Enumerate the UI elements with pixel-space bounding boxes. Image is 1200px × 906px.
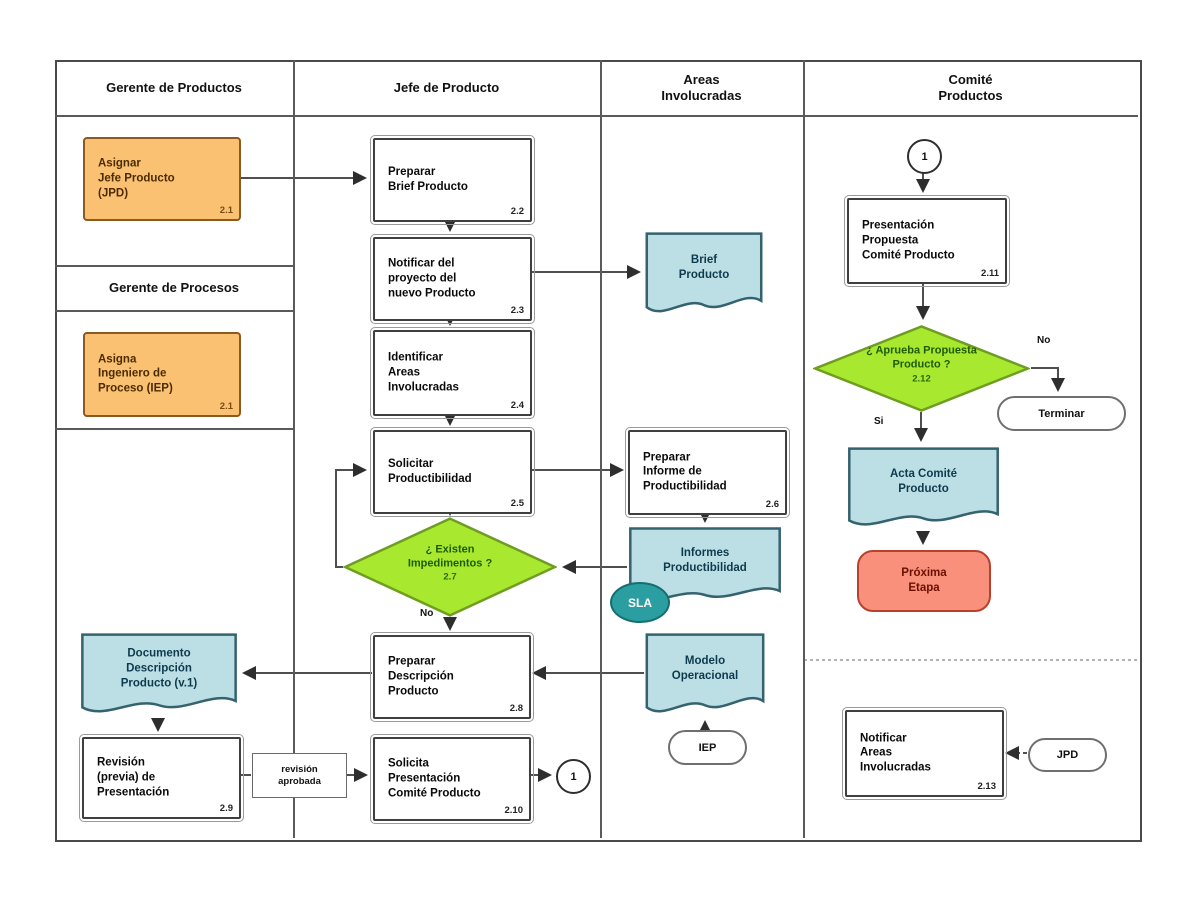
document-label: Modelo Operacional — [671, 654, 739, 682]
edge-label-no-impedimentos: No — [420, 608, 434, 619]
task-number: 2.6 — [765, 499, 779, 510]
terminator-iep: IEP — [668, 730, 747, 765]
task-number: 2.11 — [981, 268, 999, 279]
task-number: 2.1 — [219, 205, 233, 216]
edge-label-si-aprueba: Si — [874, 416, 884, 427]
task-solicitar-productibilidad: Solicitar Productibilidad 2.5 — [370, 427, 535, 517]
document-descripcion-producto: Documento Descripción Producto (v.1) — [80, 633, 238, 718]
decision-text: ¿ Existen Impedimentos ? — [407, 543, 493, 570]
document-label: Informes Productibilidad — [663, 546, 747, 574]
document-label: Brief Producto — [678, 254, 730, 282]
diagram-border — [55, 60, 1142, 842]
document-label: Documento Descripción Producto (v.1) — [120, 647, 198, 690]
lane-header-comite-productos: Comité Productos — [938, 71, 1003, 103]
task-number: 2.9 — [219, 803, 233, 814]
task-number: 2.4 — [510, 400, 524, 411]
task-number: 2.13 — [977, 781, 997, 792]
lane-header-areas-involucradas: Areas Involucradas — [661, 71, 742, 103]
task-presentacion-propuesta: Presentación Propuesta Comité Producto 2… — [844, 195, 1010, 287]
edge-212-terminar-no — [1031, 367, 1065, 392]
edge-label-no-aprueba: No — [1037, 335, 1051, 346]
task-label: Asigna Ingeniero de Proceso (IEP) — [98, 353, 173, 395]
task-label: Solicitar Productibilidad — [388, 458, 472, 485]
task-asigna-ingeniero-proceso: Asigna Ingeniero de Proceso (IEP) 2.1 — [83, 332, 241, 417]
task-preparar-informe: Preparar Informe de Productibilidad 2.6 — [625, 427, 790, 518]
task-number: 2.10 — [504, 805, 524, 816]
decision-aprueba-propuesta: ¿ Aprueba Propuesta Producto ? 2.12 — [813, 325, 1030, 412]
document-modelo-operacional: Modelo Operacional — [645, 633, 765, 718]
document-brief-producto: Brief Producto — [645, 232, 763, 318]
task-number: 2.5 — [510, 498, 524, 509]
task-label: Preparar Informe de Productibilidad — [643, 451, 727, 493]
condition-revision-aprobada: revisión aprobada — [252, 753, 347, 798]
lane1-row-divider-1 — [55, 265, 293, 267]
terminator-jpd: JPD — [1028, 738, 1107, 772]
task-label: Presentación Propuesta Comité Producto — [862, 219, 955, 262]
task-notificar-proyecto: Notificar del proyecto del nuevo Product… — [370, 234, 535, 324]
task-asignar-jefe-producto: Asignar Jefe Producto (JPD) 2.1 — [83, 137, 241, 221]
task-number: 2.8 — [509, 703, 523, 714]
connector-circle-1-right: 1 — [907, 139, 942, 174]
task-label: Revisión (previa) de Presentación — [97, 756, 170, 799]
task-preparar-brief: Preparar Brief Producto 2.2 — [370, 135, 535, 225]
lane-divider-1 — [293, 60, 295, 838]
lane-header-gerente-procesos: Gerente de Procesos — [108, 279, 240, 295]
task-label: Preparar Brief Producto — [388, 166, 468, 193]
task-identificar-areas: Identificar Areas Involucradas 2.4 — [370, 327, 535, 419]
task-label: Notificar del proyecto del nuevo Product… — [388, 257, 476, 300]
decision-existen-impedimentos: ¿ Existen Impedimentos ? 2.7 — [343, 517, 557, 617]
decision-number: 2.12 — [912, 373, 931, 385]
diamond-shape — [343, 517, 557, 617]
lane1-row-divider-3 — [55, 428, 293, 430]
decision-label: ¿ Aprueba Propuesta Producto ? 2.12 — [813, 331, 1030, 399]
lane1-row-divider-2 — [55, 310, 293, 312]
document-shape — [645, 633, 765, 718]
decision-number: 2.7 — [443, 571, 457, 583]
document-label: Acta Comité Producto — [889, 468, 958, 496]
document-shape — [847, 447, 1000, 531]
lane-divider-3 — [803, 60, 805, 838]
task-number: 2.3 — [510, 305, 524, 316]
terminator-terminar: Terminar — [997, 396, 1126, 431]
decision-text: ¿ Aprueba Propuesta Producto ? — [866, 344, 977, 371]
terminator-proxima-etapa: Próxima Etapa — [857, 550, 991, 612]
decision-label: ¿ Existen Impedimentos ? 2.7 — [343, 530, 557, 598]
document-acta-comite: Acta Comité Producto — [847, 447, 1000, 531]
edge-27-loop-25 — [335, 463, 367, 568]
task-notificar-areas: Notificar Areas Involucradas 2.13 — [842, 707, 1007, 800]
task-preparar-descripcion: Preparar Descripción Producto 2.8 — [370, 632, 534, 722]
diamond-shape — [813, 325, 1030, 412]
lane-divider-2 — [600, 60, 602, 838]
header-divider — [55, 115, 1138, 117]
sla-badge: SLA — [610, 582, 670, 623]
task-number: 2.1 — [219, 401, 233, 412]
task-label: Preparar Descripción Producto — [388, 655, 454, 698]
lane-header-jefe-producto: Jefe de Producto — [393, 79, 500, 95]
task-label: Identificar Areas Involucradas — [388, 351, 459, 394]
task-label: Solicita Presentación Comité Producto — [388, 757, 481, 800]
task-number: 2.2 — [510, 206, 524, 217]
task-label: Notificar Areas Involucradas — [860, 732, 931, 774]
document-shape — [645, 232, 763, 318]
task-label: Asignar Jefe Producto (JPD) — [98, 157, 175, 200]
document-shape — [80, 633, 238, 718]
connector-circle-1-left: 1 — [556, 759, 591, 794]
task-solicita-presentacion: Solicita Presentación Comité Producto 2.… — [370, 734, 534, 824]
lane-header-gerente-productos: Gerente de Productos — [106, 79, 242, 95]
task-revision-previa: Revisión (previa) de Presentación 2.9 — [79, 734, 244, 822]
